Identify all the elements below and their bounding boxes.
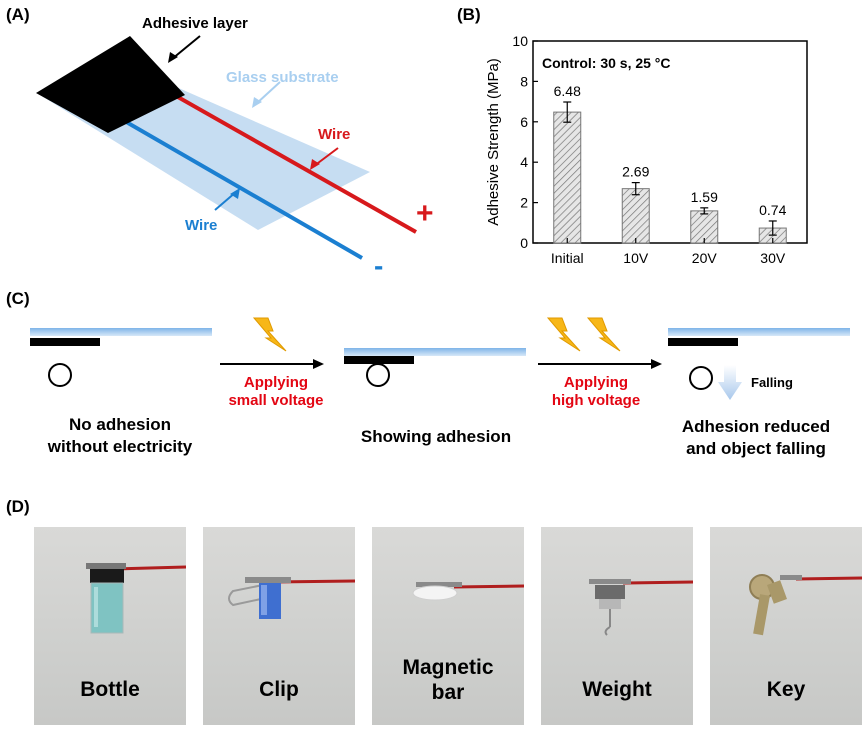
panel-c-label: (C): [6, 289, 30, 308]
lightning-icon: [586, 317, 621, 352]
panel-a-diagram: Adhesive layer Glass substrate Wire Wire…: [36, 15, 434, 270]
minus-sign: -: [374, 250, 383, 270]
photo-label-bottle: Bottle: [80, 678, 140, 701]
bottle-illustration: [86, 563, 186, 634]
x-tick-label: 30V: [760, 250, 786, 266]
magnetic-bar-illustration: [412, 582, 524, 601]
glass-plate-stage3: [668, 328, 850, 336]
key-illustration: [749, 574, 862, 636]
glass-substrate-label: Glass substrate: [226, 69, 339, 86]
stage2-line1: Showing adhesion: [361, 427, 511, 446]
arrow1-line2: small voltage: [228, 392, 323, 409]
object-stage2: [366, 363, 390, 387]
stage1-line1: No adhesion: [69, 415, 171, 434]
glass-plate-stage2: [344, 348, 526, 356]
stage3-line1: Adhesion reduced: [682, 417, 830, 436]
data-label: 6.48: [554, 83, 581, 99]
glass-pointer: [255, 81, 281, 105]
photo-label-clip: Clip: [259, 678, 299, 701]
x-tick-label: 20V: [692, 250, 718, 266]
falling-arrow: [718, 365, 742, 400]
glass-plate-stage1: [30, 328, 212, 336]
y-tick-label: 2: [520, 195, 528, 211]
x-tick-label: Initial: [551, 250, 584, 266]
red-wire: [161, 86, 417, 234]
clip-illustration: [228, 577, 355, 619]
adhesive-stage3: [668, 338, 738, 346]
arrow2-line1: Applying: [564, 374, 628, 391]
y-tick-label: 0: [520, 235, 528, 251]
adhesive-pointer: [171, 35, 201, 60]
plus-sign: +: [416, 197, 434, 230]
data-label: 0.74: [759, 202, 786, 218]
y-tick-label: 4: [520, 154, 528, 170]
photo-bottle: Bottle: [34, 527, 186, 725]
y-axis-title: Adhesive Strength (MPa): [485, 58, 502, 226]
object-stage1: [48, 363, 72, 387]
blue-wire-label: Wire: [185, 217, 217, 234]
stage3-line2: and object falling: [686, 439, 826, 458]
photo-label-weight: Weight: [582, 678, 652, 701]
x-tick-label: 10V: [623, 250, 649, 266]
stage1-line2: without electricity: [47, 437, 193, 456]
photo-key: Key: [710, 527, 862, 725]
panel-d-label: (D): [6, 497, 30, 516]
arrow2-line2: high voltage: [552, 392, 640, 409]
adhesive-stage1: [30, 338, 100, 346]
adhesive-layer-label: Adhesive layer: [142, 15, 248, 32]
adhesive-layer: [36, 36, 185, 133]
bar-Initial: [553, 111, 582, 244]
object-stage3: [689, 366, 713, 390]
photo-weight: Weight: [541, 527, 693, 725]
blue-wire: [101, 106, 363, 260]
adhesive-strength-chart: 02468106.48Initial2.6910V1.5920V0.7430V …: [485, 33, 808, 266]
data-label: 1.59: [691, 189, 718, 205]
arrow1-line1: Applying: [244, 374, 308, 391]
photo-clip: Clip: [203, 527, 355, 725]
lightning-icon: [252, 317, 287, 352]
adhesive-stage2: [344, 356, 414, 364]
panel-c-diagram: No adhesion without electricity Applying…: [30, 317, 850, 458]
y-tick-label: 6: [520, 114, 528, 130]
lightning-icon: [546, 317, 581, 352]
panel-a-label: (A): [6, 5, 30, 24]
weight-illustration: [589, 579, 693, 636]
red-wire-label: Wire: [318, 126, 350, 143]
y-tick-label: 8: [520, 73, 528, 89]
bar-20V: [690, 210, 719, 244]
photo-label-key: Key: [766, 678, 806, 701]
bar-10V: [621, 188, 650, 244]
y-tick-label: 10: [512, 33, 528, 49]
panel-b-label: (B): [457, 5, 481, 24]
plot-frame: [532, 40, 808, 244]
control-annotation: Control: 30 s, 25 °C: [542, 55, 671, 71]
falling-label: Falling: [751, 375, 793, 390]
data-label: 2.69: [622, 164, 649, 180]
